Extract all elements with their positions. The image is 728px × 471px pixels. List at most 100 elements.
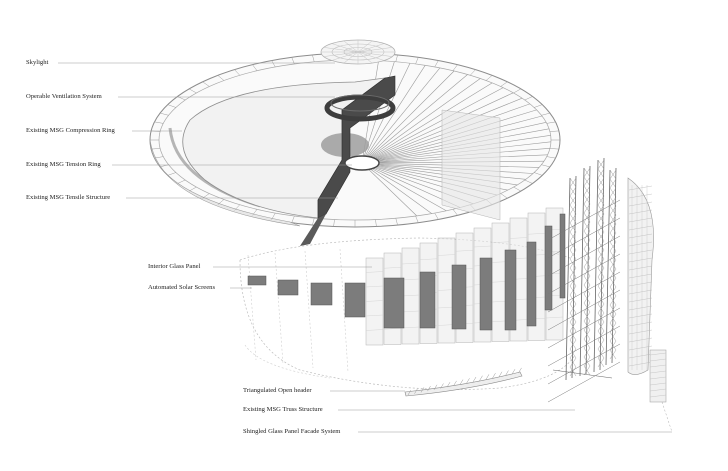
truss-web [569,303,577,314]
truss-web [597,195,605,206]
glass-mullion [365,314,384,317]
truss-web [569,348,577,359]
facade-shingle [628,257,653,263]
ring-segment [217,199,225,205]
skylight-rib [357,43,385,53]
ring-segment [189,186,197,192]
ring-segment [534,104,543,108]
header-tick [492,372,496,379]
truss-web [609,259,617,270]
facade-shingle [628,225,653,231]
truss-web [569,240,577,251]
glass-mullion [401,310,420,313]
header-tick [472,376,477,383]
facade-shingle [628,273,653,279]
truss-web [597,249,605,260]
cable-line [361,162,418,217]
ring-segment [234,204,240,211]
facade-shingle [628,209,653,215]
skylight-rib [357,47,393,53]
solar-screen-panel [544,225,553,311]
label-truss-structure: Existing MSG Truss Structure [243,406,323,413]
facade-fragment-line [649,394,667,398]
solar-screen-panel [383,277,405,329]
truss-web [583,212,591,223]
truss-web [597,348,605,359]
label-skylight: Skylight [26,59,49,66]
truss-base [552,369,613,379]
ring-segment [452,64,458,71]
solar-screen-panel [559,213,566,299]
truss-web [609,268,617,279]
truss-web [609,313,617,324]
skylight-rib [343,40,359,53]
glass-mullion [383,267,402,269]
ring-segment [234,69,240,76]
truss-web [609,196,617,207]
ring-segment [167,104,176,108]
ring-segment [333,219,335,227]
truss-web [583,329,591,340]
truss-web [597,240,605,251]
ring-segment [470,69,476,76]
ring-segment [159,112,169,116]
ring-segment [252,64,258,71]
facade-shingle [628,201,653,207]
open-header-strip [404,371,523,397]
header-tick [459,379,464,385]
facade-shingle [628,361,653,367]
base-grid-line [339,248,349,373]
label-tensile-structure: Existing MSG Tensile Structure [26,194,111,201]
solar-screen-panel [419,271,436,329]
header-tick [433,384,438,390]
facade-shingle [628,337,653,343]
skylight-rib [357,51,385,61]
header-tick [420,387,425,393]
facade-shingle [628,321,653,327]
ring-segment [513,186,521,192]
glass-mullion [401,326,420,329]
truss-web [609,250,617,261]
cable-line [361,70,455,164]
ring-segment [151,148,161,150]
facade-shingle [628,249,653,255]
ring-segment [202,193,210,199]
truss-web [583,194,591,205]
truss-web [597,159,605,170]
truss-web [569,285,577,296]
skylight-rib [343,51,359,64]
truss-web [583,248,591,259]
ring-underside [149,139,301,227]
ring-segment [177,179,186,184]
truss-web [597,321,605,332]
truss-web [597,276,605,287]
ring-segment [434,212,439,220]
truss-web [609,349,617,360]
facade-shingle [628,281,653,287]
truss-web [597,213,605,224]
skylight-rib [357,40,373,53]
truss-web [569,222,577,233]
truss-brace [547,325,621,367]
header-tick [446,382,451,388]
ring-segment [546,121,556,124]
truss-chord [611,167,617,364]
header-tick [427,385,431,392]
truss-web [597,294,605,305]
truss-web [583,221,591,232]
truss-brace [547,343,621,385]
facade-shingle [628,289,653,295]
skylight-rib [323,51,359,57]
label-interior-glass: Interior Glass Panel [148,263,201,270]
truss-web [569,258,577,269]
truss-web [569,213,577,224]
ring-segment [549,130,559,132]
truss-web [569,177,577,188]
label-compression-ring: Existing MSG Compression Ring [26,127,115,134]
truss-web [583,230,591,241]
ring-segment [252,209,258,216]
cable-line [361,92,514,164]
header-tick [511,369,516,375]
label-facade-system: Shingled Glass Panel Facade System [243,428,341,435]
ring-segment [375,219,377,227]
